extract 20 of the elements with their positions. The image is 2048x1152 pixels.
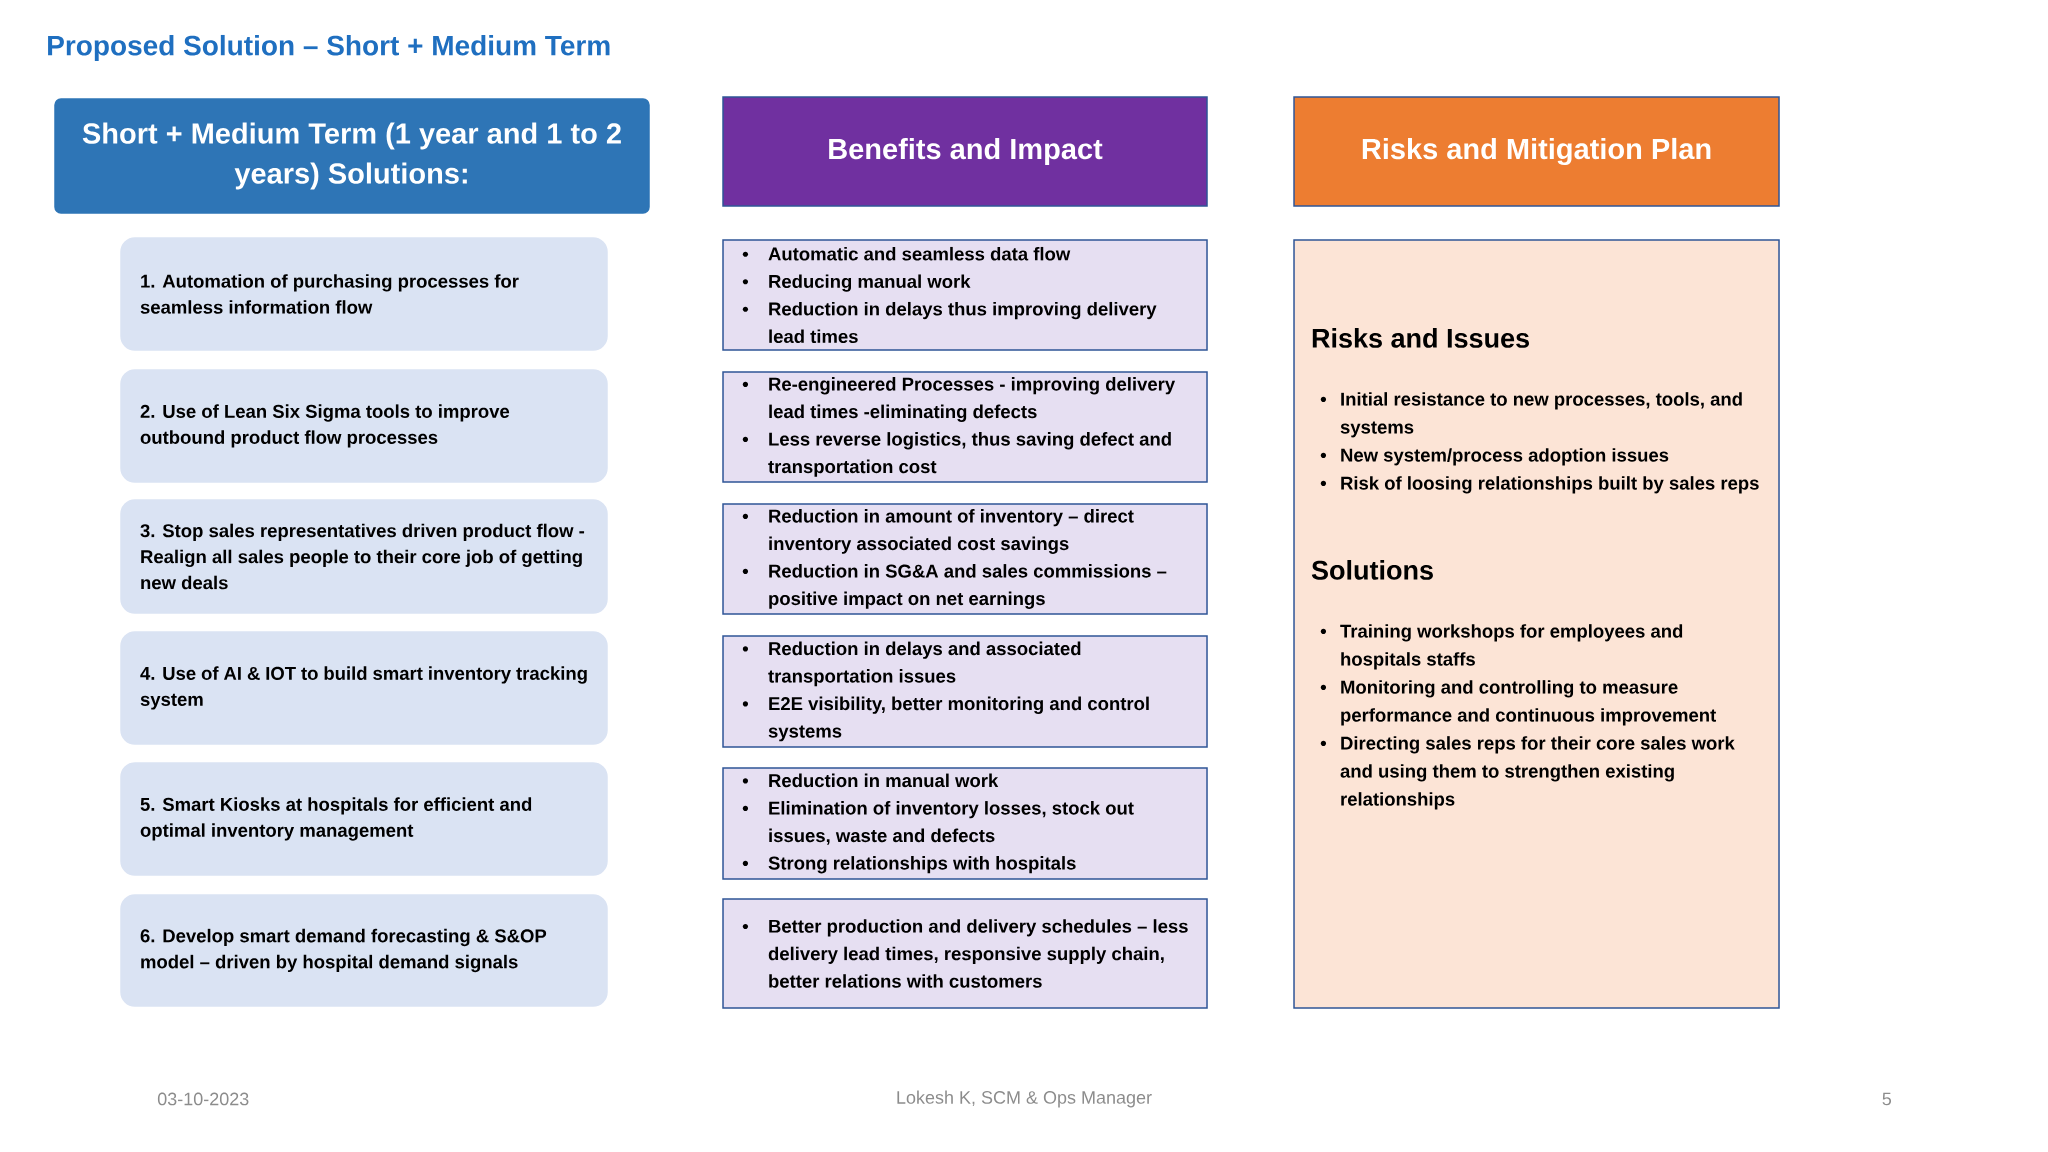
benefit-box: Reduction in manual work Elimination of inventory losses, stock out issues, waste and defects Strong relationships with hospitals [722, 767, 1208, 880]
benefit-box: Better production and delivery schedules – less delivery lead times, responsive supply chain, better relations with customers [722, 898, 1208, 1009]
benefit-box: Reduction in delays and associated transportation issues E2E visibility, better monitoring and control systems [722, 635, 1208, 748]
page-number: 5 [1882, 1092, 1892, 1106]
solution-box: 4. Use of AI & IOT to build smart inventory tracking system [120, 631, 608, 745]
solution-box: 6. Develop smart demand forecasting & S&OP model – driven by hospital demand signals [120, 894, 608, 1007]
solution-box: 2. Use of Lean Six Sigma tools to improve outbound product flow processes [120, 369, 608, 483]
solution-box: 3. Stop sales representatives driven product flow - Realign all sales people to their core job of getting new deals [120, 499, 608, 614]
footer-date: 03-10-2023 [157, 1092, 249, 1106]
benefit-box: Re-engineered Processes - improving delivery lead times -eliminating defects Less reverse logistics, thus saving defect and transportation cost [722, 371, 1208, 483]
slide-title: Proposed Solution – Short + Medium Term [48, 34, 610, 62]
header-box: Risks and Mitigation Plan [1293, 96, 1780, 207]
footer-text: Lokesh K, SCM & Ops Manager [897, 1090, 1152, 1108]
risk-panel: Risks and Issues Initial resistance to new processes, tools, and systems New system/process adoption issues Risk of loosing relationships built by sales reps Solutions Training workshops for employees and hospitals staffs Monitoring and controlling to measure performance and continuous improvement Directing sales reps for their core sales work and using them to strengthen existing relationships [1293, 239, 1780, 1009]
solution-box: 5. Smart Kiosks at hospitals for efficient and optimal inventory management [120, 762, 608, 876]
header-box: Short + Medium Term (1 year and 1 to 2 years) Solutions: [54, 98, 650, 214]
solution-box: 1. Automation of purchasing processes for seamless information flow [120, 237, 608, 351]
benefit-box: Automatic and seamless data flow Reducing manual work Reduction in delays thus improving delivery lead times [722, 239, 1208, 351]
header-box: Benefits and Impact [722, 96, 1208, 207]
benefit-box: Reduction in amount of inventory – direct inventory associated cost savings Reduction in SG&A and sales commissions – positive impact on net earnings [722, 503, 1208, 615]
